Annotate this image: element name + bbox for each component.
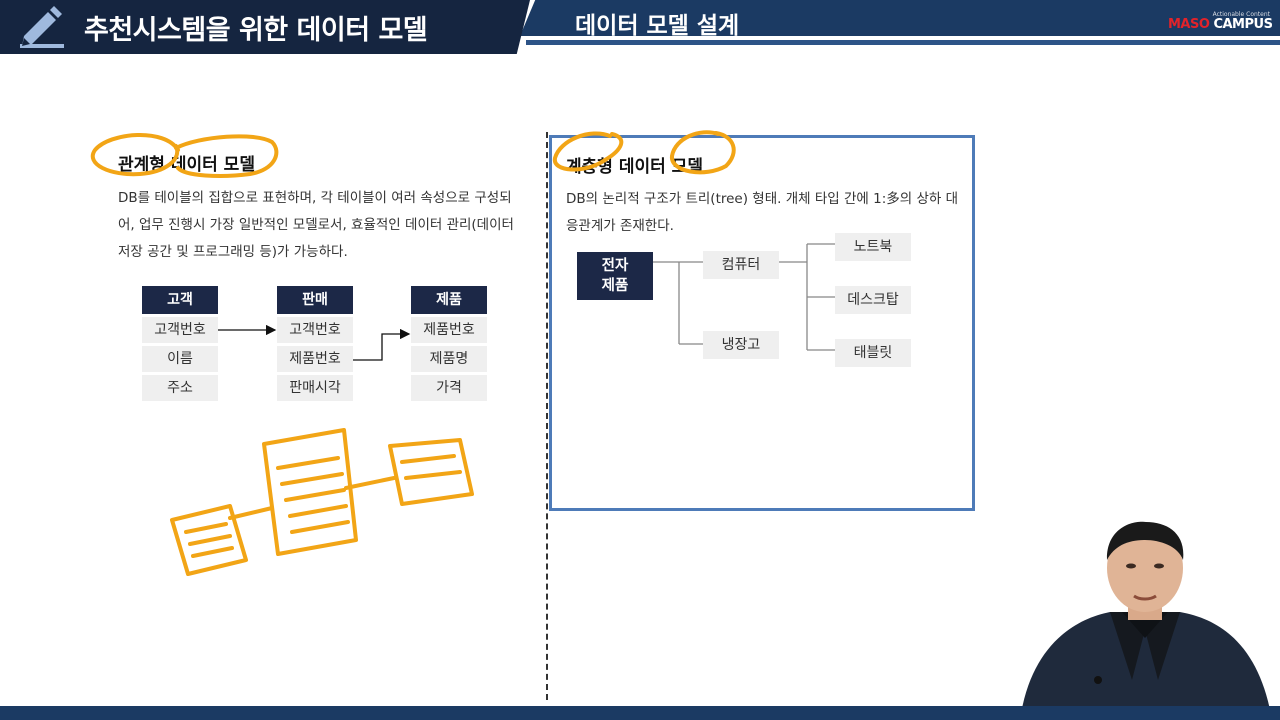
brand-tagline: Actionable Content: [1212, 11, 1270, 18]
section-title: 데이터 모델 설계: [575, 13, 740, 39]
tree-node-computer: 컴퓨터: [703, 251, 779, 279]
hierarchical-title: 계층형 데이터 모델: [566, 157, 703, 177]
panel-divider: [546, 132, 548, 700]
presenter-video: [1020, 521, 1272, 720]
arrow-sales-to-product: [353, 328, 411, 361]
table-header: 고객: [142, 286, 218, 314]
tree-node-desktop: 데스크탑: [835, 286, 911, 314]
relational-title: 관계형 데이터 모델: [118, 155, 255, 175]
hierarchical-description: DB의 논리적 구조가 트리(tree) 형태. 개체 타입 간에 1:多의 상…: [566, 191, 959, 234]
brand-name-campus: CAMPUS: [1213, 17, 1273, 32]
header-title-band: [0, 0, 530, 54]
brand-name: MASO CAMPUS: [1168, 17, 1273, 32]
table-field: 제품번호: [411, 317, 487, 343]
header-section-band: [520, 0, 1280, 36]
table-field: 주소: [142, 375, 218, 401]
table-field: 고객번호: [142, 317, 218, 343]
table-header: 판매: [277, 286, 353, 314]
table-field: 판매시각: [277, 375, 353, 401]
table-field: 고객번호: [277, 317, 353, 343]
table-field: 가격: [411, 375, 487, 401]
tree-node-laptop: 노트북: [835, 233, 911, 261]
tree-node-refrigerator: 냉장고: [703, 331, 779, 359]
tree-node-tablet: 태블릿: [835, 339, 911, 367]
table-field: 제품명: [411, 346, 487, 372]
table-doodle: [170, 428, 474, 576]
header-accent-line: [526, 40, 1280, 45]
table-field: 제품번호: [277, 346, 353, 372]
main-title: 추천시스템을 위한 데이터 모델: [84, 15, 428, 46]
footer-bar: [0, 706, 1280, 720]
hierarchical-frame: [549, 135, 975, 511]
tree-root-label: 전자 제품: [601, 258, 629, 294]
relational-description: DB를 테이블의 집합으로 표현하며, 각 테이블이 여러 속성으로 구성되어,…: [118, 190, 514, 260]
table-product: 제품 제품번호 제품명 가격: [411, 286, 487, 401]
tree-root-node: 전자 제품: [577, 252, 653, 300]
pencil-icon: [20, 6, 64, 48]
table-field: 이름: [142, 346, 218, 372]
brand-logo: Actionable Content MASO CAMPUS: [1168, 11, 1273, 35]
table-header: 제품: [411, 286, 487, 314]
table-sales: 판매 고객번호 제품번호 판매시각: [277, 286, 353, 401]
table-customer: 고객 고객번호 이름 주소: [142, 286, 218, 401]
brand-name-maso: MASO: [1168, 17, 1210, 32]
